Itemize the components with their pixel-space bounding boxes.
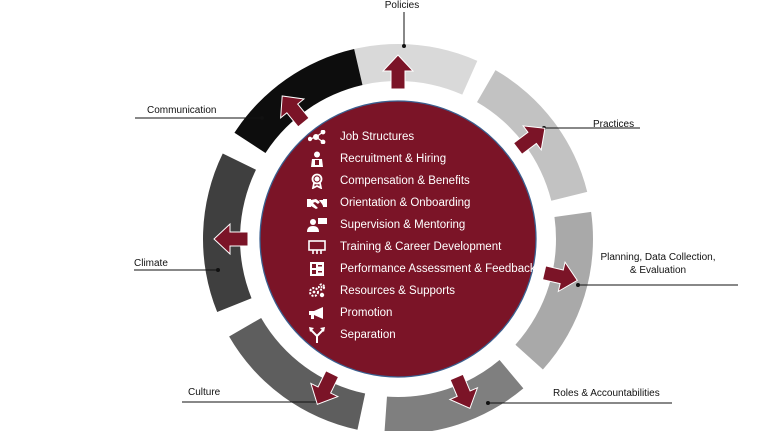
center-item-label: Compensation & Benefits — [340, 175, 470, 187]
ring-arrow-policies — [381, 54, 415, 90]
assessment-icon — [306, 261, 328, 277]
ring-arrow-climate — [213, 222, 249, 256]
ring-arrow-communication — [280, 95, 310, 128]
ring-arrow-planning — [541, 260, 578, 293]
label-planning: Planning, Data Collection, & Evaluation — [600, 252, 716, 276]
center-item-orientation: Orientation & Onboarding — [306, 192, 536, 214]
leader-dot-roles — [486, 401, 490, 405]
center-item-performance: Performance Assessment & Feedback — [306, 258, 536, 280]
leader-dot-policies — [402, 44, 406, 48]
ring-arrows — [213, 54, 578, 410]
label-climate: Climate — [134, 258, 168, 269]
center-item-resources: Resources & Supports — [306, 280, 536, 302]
ring-arrow-roles — [448, 373, 479, 410]
leader-dot-planning — [576, 283, 580, 287]
presentation-icon — [306, 239, 328, 255]
ring-segment-planning — [515, 211, 593, 370]
gears-icon — [306, 283, 328, 299]
label-policies: Policies — [384, 0, 420, 11]
ring-segment-culture — [229, 318, 366, 430]
center-item-label: Performance Assessment & Feedback — [340, 263, 536, 275]
center-item-promotion: Promotion — [306, 302, 536, 324]
center-item-job-structures: Job Structures — [306, 126, 536, 148]
hiring-icon — [306, 151, 328, 167]
center-item-label: Orientation & Onboarding — [340, 197, 471, 209]
ring-arrow-culture — [310, 370, 340, 406]
label-practices: Practices — [593, 119, 635, 130]
label-communication: Communication — [147, 105, 217, 116]
center-item-label: Recruitment & Hiring — [340, 153, 447, 165]
label-culture: Culture — [188, 387, 221, 398]
ring-arrow-practices — [512, 125, 546, 156]
label-roles: Roles & Accountabilities — [553, 388, 660, 399]
leader-dot-climate — [216, 268, 220, 272]
center-item-label: Resources & Supports — [340, 285, 456, 297]
center-item-label: Promotion — [340, 307, 393, 319]
center-item-separation: Separation — [306, 324, 536, 346]
center-item-label: Separation — [340, 329, 396, 341]
center-item-compensation: Compensation & Benefits — [306, 170, 536, 192]
center-item-label: Supervision & Mentoring — [340, 219, 466, 231]
center-circle — [259, 100, 537, 378]
outer-ring-segments — [202, 43, 593, 431]
leader-dot-communication — [260, 116, 264, 120]
center-item-supervision: Supervision & Mentoring — [306, 214, 536, 236]
network-icon — [306, 129, 328, 145]
award-icon — [306, 173, 328, 189]
megaphone-icon — [306, 305, 328, 321]
center-item-list: Job Structures Recruitment & Hiring Comp… — [306, 126, 536, 346]
center-item-training: Training & Career Development — [306, 236, 536, 258]
handshake-icon — [306, 195, 328, 211]
center-item-recruitment: Recruitment & Hiring — [306, 148, 536, 170]
center-item-label: Training & Career Development — [340, 241, 502, 253]
ring-segment-roles — [384, 360, 524, 431]
mentoring-icon — [306, 217, 328, 233]
center-item-label: Job Structures — [340, 131, 415, 143]
fork-arrow-icon — [306, 327, 328, 343]
